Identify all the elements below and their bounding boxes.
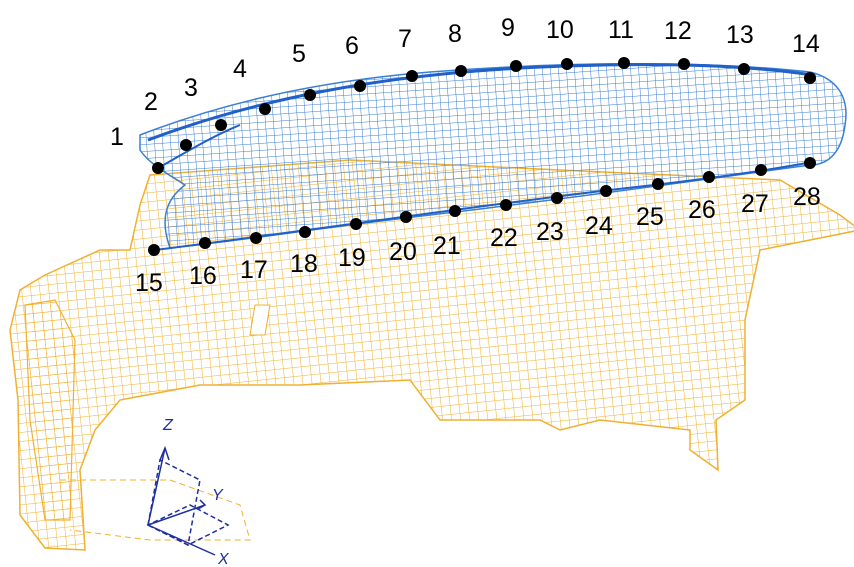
y-axis <box>147 504 206 526</box>
label-23: 23 <box>536 218 564 246</box>
top-row-labels: 1 2 3 4 5 6 7 8 9 10 11 12 13 14 <box>110 14 820 151</box>
label-16: 16 <box>189 262 217 290</box>
label-10: 10 <box>546 16 574 44</box>
x-axis <box>147 524 216 556</box>
marker-23 <box>551 192 563 204</box>
label-2: 2 <box>144 88 158 116</box>
marker-19 <box>350 218 362 230</box>
label-6: 6 <box>345 32 359 60</box>
marker-25 <box>652 178 664 190</box>
marker-5 <box>304 89 316 101</box>
marker-6 <box>354 80 366 92</box>
marker-10 <box>561 58 573 70</box>
marker-17 <box>250 232 262 244</box>
marker-7 <box>406 70 418 82</box>
marker-28 <box>804 157 816 169</box>
marker-8 <box>455 65 467 77</box>
top-row-markers <box>152 57 816 174</box>
marker-11 <box>618 57 630 69</box>
label-22: 22 <box>490 224 518 252</box>
label-4: 4 <box>233 55 247 83</box>
label-13: 13 <box>726 21 754 49</box>
marker-14 <box>804 72 816 84</box>
marker-22 <box>500 199 512 211</box>
bottom-row-markers <box>148 157 816 256</box>
marker-4 <box>259 103 271 115</box>
label-27: 27 <box>741 190 769 218</box>
marker-9 <box>510 60 522 72</box>
label-8: 8 <box>448 20 462 48</box>
upper-mesh <box>139 63 847 251</box>
marker-20 <box>400 211 412 223</box>
label-17: 17 <box>240 256 268 284</box>
label-9: 9 <box>501 14 515 42</box>
bottom-row-labels: 15 16 17 18 19 20 21 22 23 24 25 26 27 2… <box>135 183 821 297</box>
marker-3 <box>215 119 227 131</box>
marker-27 <box>755 164 767 176</box>
z-axis <box>147 447 166 526</box>
marker-12 <box>678 58 690 70</box>
label-19: 19 <box>338 244 366 272</box>
label-28: 28 <box>793 183 821 211</box>
label-5: 5 <box>292 40 306 68</box>
label-7: 7 <box>398 25 412 53</box>
z-axis-label: Z <box>162 417 174 434</box>
marker-16 <box>199 237 211 249</box>
label-26: 26 <box>688 196 716 224</box>
marker-1 <box>152 162 164 174</box>
label-20: 20 <box>389 238 417 266</box>
marker-13 <box>738 63 750 75</box>
lower-mesh <box>9 159 854 551</box>
label-24: 24 <box>585 212 613 240</box>
label-18: 18 <box>290 250 318 278</box>
marker-18 <box>299 226 311 238</box>
marker-2 <box>180 139 192 151</box>
label-11: 11 <box>608 16 634 44</box>
label-1: 1 <box>110 123 124 151</box>
marker-24 <box>600 185 612 197</box>
label-14: 14 <box>792 30 820 58</box>
label-12: 12 <box>664 17 692 45</box>
axis-triad: Z Y X <box>146 417 230 567</box>
label-3: 3 <box>184 74 198 102</box>
label-15: 15 <box>135 269 163 297</box>
y-axis-label: Y <box>212 487 224 504</box>
label-21: 21 <box>433 232 461 260</box>
label-25: 25 <box>636 203 664 231</box>
marker-15 <box>148 244 160 256</box>
marker-26 <box>703 171 715 183</box>
marker-21 <box>449 205 461 217</box>
x-axis-label: X <box>217 551 230 567</box>
